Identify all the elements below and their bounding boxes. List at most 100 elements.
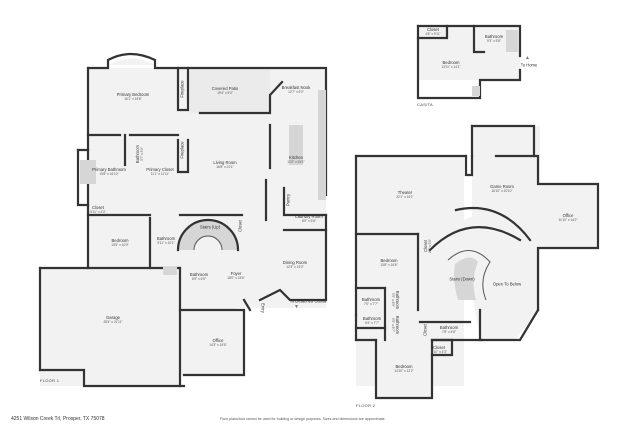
room-dims: 9'3" x 5'8" [487, 38, 501, 43]
room-name: Closet [427, 26, 439, 32]
room-name: Bathroom [189, 271, 209, 277]
room-dims: 19'4" x 9'3" [217, 90, 233, 95]
room-dims: 16'8" x 21'1" [216, 164, 234, 169]
room-dims: 2'5" x 5'5" [427, 239, 432, 253]
room-dims: 15'8" x 16'10" [99, 171, 119, 176]
room-dims: 12'2" x 24'1" [287, 159, 305, 164]
room-name: Primary Bathroom [92, 166, 126, 172]
to-home-label: To Home [520, 62, 538, 69]
room-name: Stairs (Down) [449, 276, 475, 282]
room-dims: 18'0" x 15'6" [227, 275, 245, 280]
room-name: Primary Bedroom [116, 91, 150, 97]
room-dims: 7'8" x 4'8" [442, 329, 456, 334]
room-dims: 5'10" x 4'3" [431, 349, 447, 354]
room-dims: 3'7" x 5'9" [139, 147, 144, 161]
room-dims: 13'8" x 16'6" [380, 262, 398, 267]
floor-2-walls [354, 124, 600, 400]
room-name: Bathroom [439, 324, 459, 330]
property-address: 4251 Wilson Creek Trl, Prosper, TX 75078 [11, 416, 105, 422]
annotation-text: To Home [520, 62, 538, 68]
casita-label: CASITA [417, 102, 433, 107]
room-pantry: Pantry [286, 194, 292, 206]
room-name: Bathroom [361, 296, 381, 302]
room-dims: 12'7" x 9'0" [288, 89, 304, 94]
room-dims: 12'3" x 15'0" [286, 264, 304, 269]
room-dims: 5'11" x 4'3" [90, 209, 106, 214]
room-dims: 7'0" x 7'7" [364, 301, 378, 306]
room-name: Closet [422, 324, 428, 336]
room-fireplace: Fireplace [180, 80, 186, 97]
room-fireplace-2: Fireplace [179, 141, 186, 159]
room-dims: 28'4" x 21'11" [103, 319, 123, 324]
room-name: Bathroom [362, 315, 382, 321]
room-name: Bathroom [395, 290, 401, 310]
room-closet-2: Closet [237, 220, 244, 232]
room-name: Covered Patio [211, 85, 239, 91]
room-dims: 8'0" x 5'8" [302, 218, 316, 223]
room-name: Bathroom [484, 33, 504, 39]
room-name: Garage [106, 314, 120, 320]
room-dims: 5'4" x 7'7" [365, 320, 379, 325]
room-name: Closet [433, 344, 445, 350]
stairs-up: Stairs (Up) [199, 224, 221, 231]
room-name: Entry [260, 303, 266, 313]
room-dims: 16'10" x 20'10" [491, 188, 513, 193]
room-dims: 13'5" x 10'9" [111, 242, 129, 247]
to-detached-casita-label: To Detached Casita [289, 298, 327, 305]
room-name: Closet [237, 220, 243, 232]
room-name: Bathroom [156, 235, 176, 241]
room-name: Game Room [490, 183, 514, 189]
room-dims: 5'5" x 6'7" [391, 318, 396, 332]
stairs-down: Stairs (Down) [449, 276, 475, 283]
room-name: Bedroom [380, 257, 398, 263]
floor-2-label: FLOOR 2 [356, 403, 376, 408]
room-name: Open To Below [492, 281, 522, 287]
entry: Entry [260, 303, 265, 313]
room-dims: 9'11" x 10'1" [157, 240, 175, 245]
room-closet-f2-b: Closet [422, 324, 429, 336]
annotation-text: To Detached Casita [289, 298, 327, 304]
room-dims: 4'8" x 5'11" [425, 31, 441, 36]
room-dims: 16'1" x 16'8" [124, 96, 142, 101]
room-name: Office [212, 337, 224, 343]
casita [416, 24, 522, 100]
room-name: Stairs (Up) [199, 224, 221, 230]
room-dims: 14'10" x 12'2" [394, 368, 414, 373]
room-dims: 13'11" x 14'1" [441, 64, 461, 69]
room-dims: 6'9" x 6'5" [192, 276, 206, 281]
floor-1-stairs [176, 218, 240, 252]
disclaimer-text: Floor plans/tour cannot be used for buil… [220, 417, 386, 421]
room-dims: 22'1" x 16'1" [396, 194, 414, 199]
room-name: Theater [397, 189, 413, 195]
room-dims: 11'1" x 11'11" [150, 171, 170, 176]
room-name: Bedroom [395, 363, 413, 369]
room-name: Fireplace [179, 141, 185, 159]
room-dims: 11'10" x 14'2" [558, 217, 578, 222]
